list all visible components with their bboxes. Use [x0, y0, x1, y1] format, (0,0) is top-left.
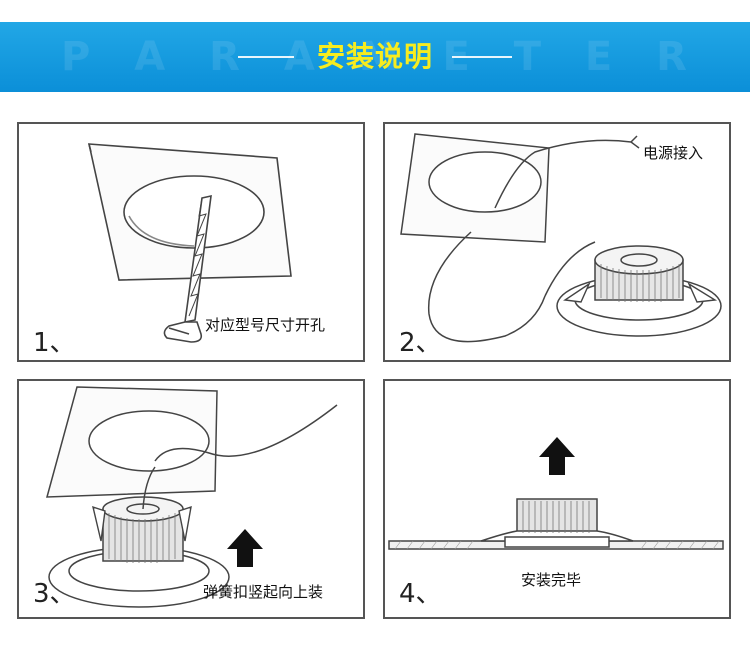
title-rule-left [238, 56, 294, 58]
step-number: 1、 [33, 328, 76, 358]
watermark-letter: P [60, 34, 93, 80]
step-number: 4、 [399, 579, 442, 609]
arrow-up-icon [539, 437, 575, 475]
step-caption: 电源接入 [643, 144, 704, 162]
step-caption: 弹簧扣竖起向上装 [203, 583, 324, 601]
step-4-panel: 4、 安装完毕 [383, 379, 731, 619]
title-rule-right [452, 56, 512, 58]
wiring-illustration [400, 133, 722, 343]
step-number: 3、 [33, 579, 76, 609]
step-caption: 安装完毕 [521, 571, 582, 589]
watermark-letter: R [209, 34, 242, 80]
watermark-letter: M [358, 34, 401, 80]
step-number: 2、 [399, 328, 442, 358]
arrow-up-icon [227, 529, 263, 567]
installed-illustration [388, 437, 724, 550]
watermark-letter: R [656, 34, 689, 80]
ceiling-cut-illustration [87, 143, 292, 343]
watermark-letter: T [513, 34, 543, 80]
watermark-letter: E [584, 34, 615, 80]
banner: P A R A M E T E R 安装说明 [0, 22, 750, 92]
watermark-letter: A [134, 34, 168, 80]
step-1-panel: 1、 对应型号尺寸开孔 [17, 122, 365, 362]
step-2-panel: 2、 电源接入 [383, 122, 731, 362]
spring-clip-illustration [46, 386, 338, 608]
page-title: 安装说明 [316, 40, 433, 73]
step-3-panel: 3、 弹簧扣竖起向上装 [17, 379, 365, 619]
step-caption: 对应型号尺寸开孔 [205, 316, 326, 334]
